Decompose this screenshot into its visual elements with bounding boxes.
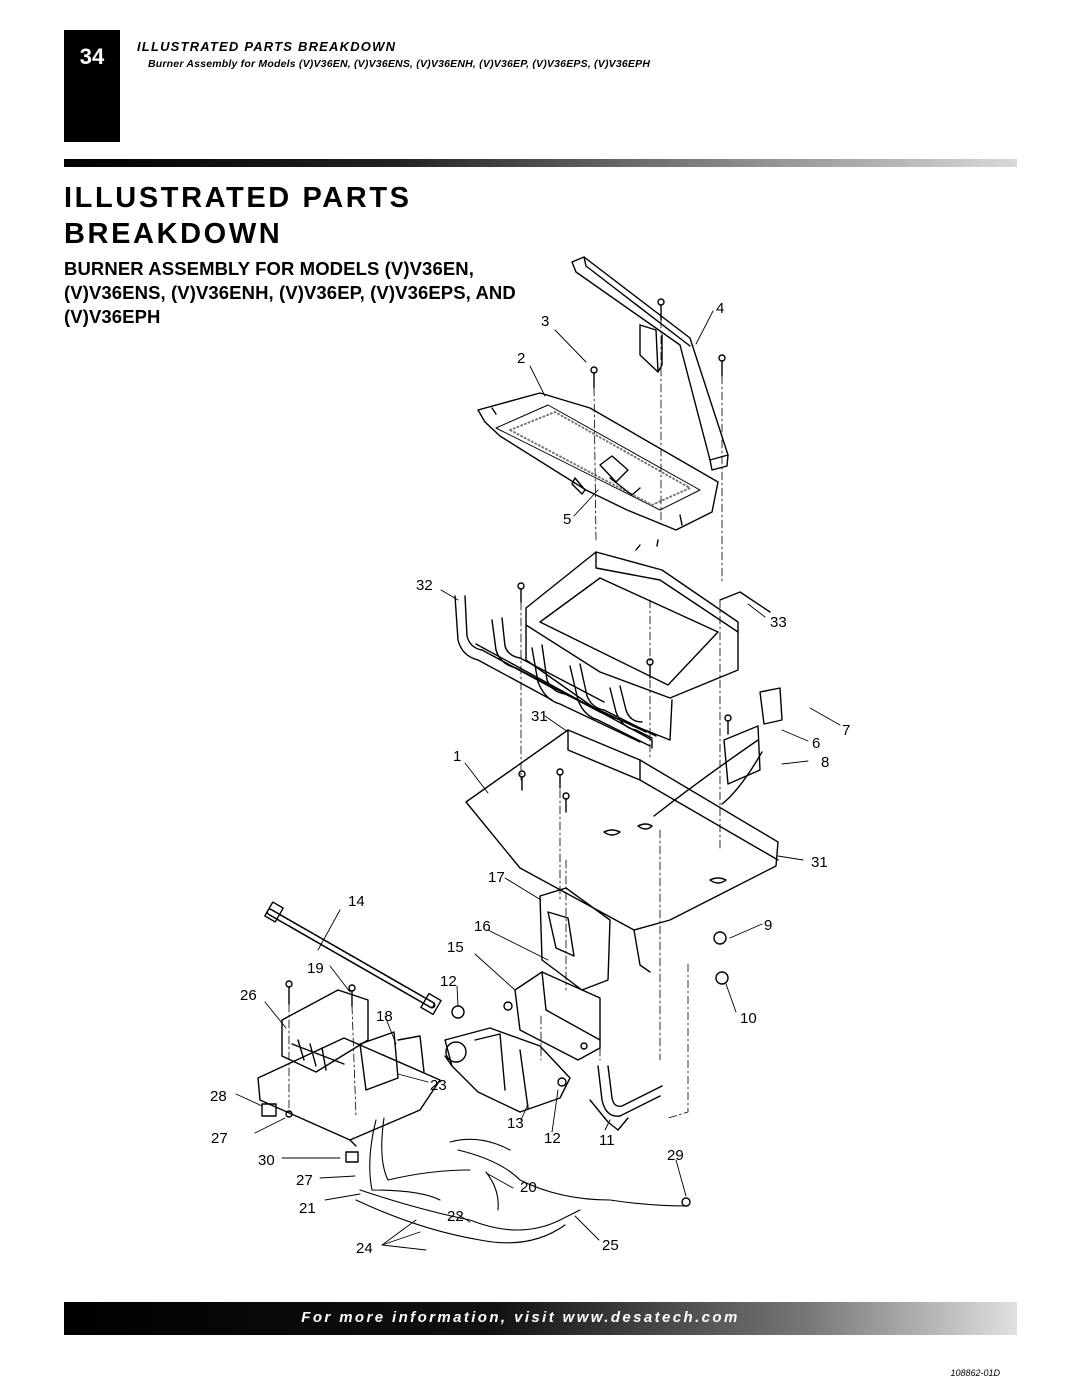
- callout-15: 15: [447, 939, 464, 956]
- callout-33: 33: [770, 614, 787, 631]
- callout-31-bottom: 31: [811, 854, 828, 871]
- callout-14: 14: [348, 893, 365, 910]
- callout-numbers: 4 3 2 5 32 33 7 6 8 31 1 31 17 14 16 9 1…: [210, 300, 850, 1257]
- callout-16: 16: [474, 918, 491, 935]
- callout-26: 26: [240, 987, 257, 1004]
- gas-valve: [444, 1027, 571, 1113]
- burner-top-panel: [477, 392, 719, 531]
- callout-28: 28: [210, 1088, 227, 1105]
- callout-12-bottom: 12: [544, 1130, 561, 1147]
- callout-32: 32: [416, 577, 433, 594]
- inlet-pipe: [589, 1065, 663, 1131]
- page-number: 34: [79, 44, 105, 69]
- document-code: 108862-01D: [950, 1368, 1000, 1378]
- wire-harness: [355, 1117, 689, 1244]
- callout-31-top: 31: [531, 708, 548, 725]
- assembly-lines: [288, 319, 723, 1119]
- ignition-module: [257, 989, 441, 1147]
- header-rule: [64, 159, 1017, 167]
- flex-gas-line: [264, 901, 442, 1016]
- leader-lines: [235, 310, 841, 1251]
- footer-info-bar: For more information, visit www.desatech…: [64, 1302, 1017, 1335]
- callout-10: 10: [740, 1010, 757, 1027]
- control-bracket: [539, 887, 611, 991]
- callout-19: 19: [307, 960, 324, 977]
- callout-4: 4: [716, 300, 724, 317]
- callout-25: 25: [602, 1237, 619, 1254]
- callout-12-top: 12: [440, 973, 457, 990]
- callout-17: 17: [488, 869, 505, 886]
- callout-7: 7: [842, 722, 850, 739]
- pilot-assembly: [653, 687, 783, 817]
- callout-27-left: 27: [211, 1130, 228, 1147]
- burner-tubes: [454, 595, 657, 749]
- callout-20: 20: [520, 1179, 537, 1196]
- transformer: [359, 1031, 425, 1091]
- callout-30: 30: [258, 1152, 275, 1169]
- fasteners: [261, 298, 732, 1207]
- callout-13: 13: [507, 1115, 524, 1132]
- callout-24: 24: [356, 1240, 373, 1257]
- callout-3: 3: [541, 313, 549, 330]
- header-subtitle: Burner Assembly for Models (V)V36EN, (V)…: [148, 58, 651, 70]
- callout-8: 8: [821, 754, 829, 771]
- header-section-title: ILLUSTRATED PARTS BREAKDOWN: [137, 39, 397, 54]
- callout-1: 1: [453, 748, 461, 765]
- callout-6: 6: [812, 735, 820, 752]
- callout-18: 18: [376, 1008, 393, 1025]
- callout-22: 22: [447, 1208, 464, 1225]
- callout-11: 11: [599, 1132, 615, 1149]
- callout-23: 23: [430, 1077, 447, 1094]
- callout-21: 21: [299, 1200, 316, 1217]
- callout-27-right: 27: [296, 1172, 313, 1189]
- page-number-tab: 34: [64, 30, 120, 142]
- callout-2: 2: [517, 350, 525, 367]
- callout-9: 9: [764, 917, 772, 934]
- footer-info-link[interactable]: For more information, visit www.desatech…: [301, 1309, 740, 1326]
- callout-5: 5: [563, 511, 571, 528]
- base-plate: [465, 729, 779, 973]
- page-title: ILLUSTRATED PARTS BREAKDOWN: [64, 182, 412, 250]
- page-subtitle: BURNER ASSEMBLY FOR MODELS (V)V36EN, (V)…: [64, 258, 516, 327]
- log-support-bracket: [571, 256, 729, 471]
- callout-29: 29: [667, 1147, 684, 1164]
- burner-frame: [525, 539, 771, 741]
